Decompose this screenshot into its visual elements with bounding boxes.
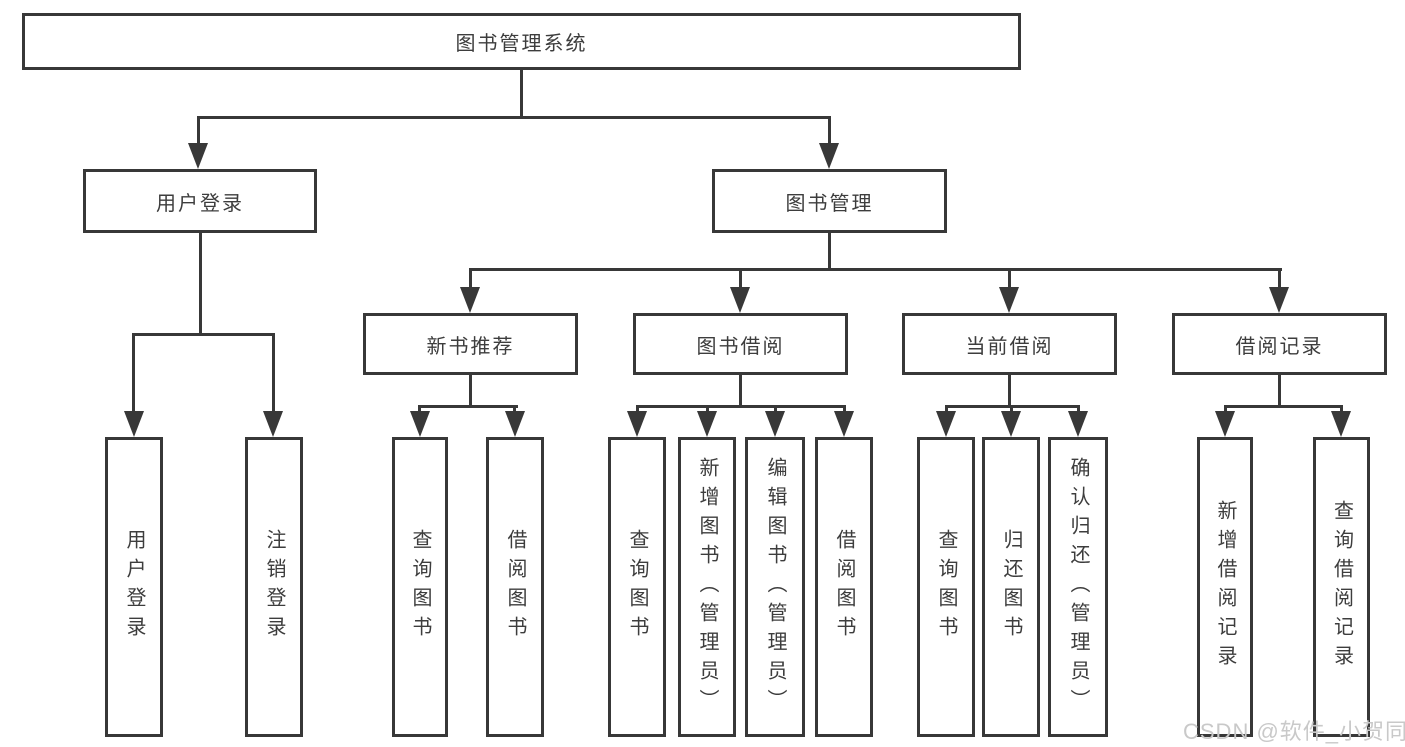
- node-label: 图书管理: [785, 192, 874, 215]
- connector-records-rail: [1224, 405, 1343, 408]
- node-label: 注销登录: [263, 529, 285, 645]
- node-leaf-query-books-3: 查询图书: [917, 437, 975, 737]
- arrow-down-icon: [1269, 287, 1289, 313]
- connector-borrow-stem: [739, 375, 742, 407]
- node-label: 查询图书: [409, 529, 431, 645]
- node-leaf-edit-books-admin: 编辑图书（管理员）: [745, 437, 805, 737]
- node-user-login: 用户登录: [83, 169, 317, 233]
- arrow-down-icon: [410, 411, 430, 437]
- connector-line: [843, 405, 846, 415]
- node-label: 当前借阅: [965, 335, 1054, 358]
- connector-line: [706, 405, 709, 415]
- connector-line: [945, 405, 948, 415]
- arrow-down-icon: [999, 287, 1019, 313]
- node-book-management: 图书管理: [712, 169, 947, 233]
- connector-records-stem: [1278, 375, 1281, 407]
- connector-line: [418, 405, 421, 415]
- node-leaf-borrow-books-1: 借阅图书: [486, 437, 544, 737]
- connector-line: [1010, 405, 1013, 415]
- node-borrowing-records: 借阅记录: [1172, 313, 1387, 375]
- connector-line: [636, 405, 639, 415]
- node-label: 归还图书: [1000, 529, 1022, 645]
- node-label: 借阅记录: [1235, 335, 1324, 358]
- connector-root-stem: [520, 67, 523, 118]
- node-label: 图书借阅: [696, 335, 785, 358]
- connector-line: [1340, 405, 1343, 415]
- node-new-book-recommendation: 新书推荐: [363, 313, 578, 375]
- arrow-down-icon: [124, 411, 144, 437]
- arrow-down-icon: [1331, 411, 1351, 437]
- connector-newbook-stem: [469, 375, 472, 407]
- connector-current-stem: [1008, 375, 1011, 407]
- arrow-down-icon: [765, 411, 785, 437]
- arrow-down-icon: [627, 411, 647, 437]
- node-label: 查询借阅记录: [1330, 500, 1353, 674]
- connector-borrow-rail: [636, 405, 846, 408]
- node-label: 编辑图书（管理员）: [764, 456, 786, 718]
- connector-line: [197, 116, 200, 146]
- node-label: 用户登录: [123, 529, 145, 645]
- connector-book-mgmt-stem: [828, 233, 831, 270]
- arrow-down-icon: [263, 411, 283, 437]
- arrow-down-icon: [1068, 411, 1088, 437]
- connector-line: [1224, 405, 1227, 415]
- node-label: 新增借阅记录: [1214, 500, 1236, 674]
- connector-line: [513, 405, 516, 415]
- node-current-borrowing: 当前借阅: [902, 313, 1117, 375]
- connector-line: [774, 405, 777, 415]
- node-label: 确认归还（管理员）: [1067, 456, 1089, 718]
- node-leaf-user-login: 用户登录: [105, 437, 163, 737]
- node-leaf-logout: 注销登录: [245, 437, 303, 737]
- csdn-watermark: CSDN @软件_小贺同学: [1183, 719, 1405, 744]
- connector-line: [739, 268, 742, 290]
- connector-line: [132, 333, 135, 413]
- connector-book-mgmt-rail: [469, 268, 1282, 271]
- arrow-down-icon: [188, 143, 208, 169]
- connector-line: [1278, 268, 1281, 290]
- node-label: 图书管理系统: [455, 33, 588, 55]
- connector-line: [469, 268, 472, 290]
- node-leaf-confirm-return-admin: 确认归还（管理员）: [1048, 437, 1108, 737]
- node-label: 借阅图书: [833, 529, 855, 645]
- node-leaf-borrow-books-2: 借阅图书: [815, 437, 873, 737]
- node-book-borrowing: 图书借阅: [633, 313, 848, 375]
- node-label: 新增图书（管理员）: [696, 456, 718, 718]
- node-leaf-return-books: 归还图书: [982, 437, 1040, 737]
- node-label: 新书推荐: [426, 335, 515, 358]
- node-label: 用户登录: [156, 192, 244, 215]
- arrow-down-icon: [460, 287, 480, 313]
- node-leaf-add-books-admin: 新增图书（管理员）: [678, 437, 736, 737]
- connector-line: [828, 116, 831, 146]
- connector-root-rail: [197, 116, 831, 119]
- connector-line: [1077, 405, 1080, 415]
- connector-user-login-stem: [199, 233, 202, 336]
- connector-line: [1008, 268, 1011, 290]
- connector-user-login-rail: [132, 333, 275, 336]
- arrow-down-icon: [730, 287, 750, 313]
- arrow-down-icon: [936, 411, 956, 437]
- node-library-management-system: 图书管理系统: [22, 13, 1021, 70]
- arrow-down-icon: [697, 411, 717, 437]
- arrow-down-icon: [1215, 411, 1235, 437]
- arrow-down-icon: [834, 411, 854, 437]
- arrow-down-icon: [505, 411, 525, 437]
- node-label: 借阅图书: [504, 529, 526, 645]
- node-leaf-query-books-2: 查询图书: [608, 437, 666, 737]
- node-leaf-query-books-1: 查询图书: [392, 437, 448, 737]
- arrow-down-icon: [1001, 411, 1021, 437]
- connector-line: [272, 333, 275, 413]
- node-label: 查询图书: [626, 529, 648, 645]
- arrow-down-icon: [819, 143, 839, 169]
- connector-newbook-rail: [418, 405, 518, 408]
- node-leaf-query-borrow-record: 查询借阅记录: [1313, 437, 1370, 737]
- node-leaf-add-borrow-record: 新增借阅记录: [1197, 437, 1253, 737]
- node-label: 查询图书: [935, 529, 957, 645]
